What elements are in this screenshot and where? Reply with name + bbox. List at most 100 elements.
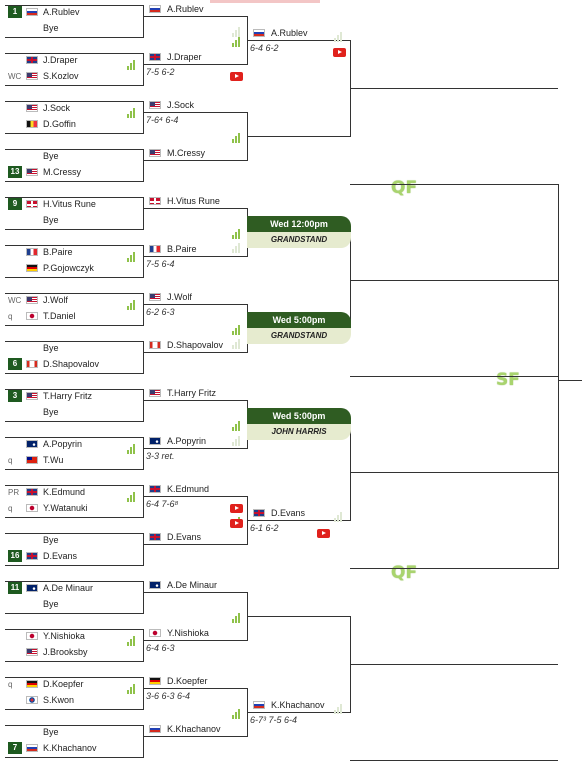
player-name[interactable]: S.Kwon bbox=[43, 695, 75, 705]
stats-icon[interactable] bbox=[232, 421, 242, 431]
player-name[interactable]: J.Wolf bbox=[43, 295, 68, 305]
stats-icon[interactable] bbox=[232, 243, 242, 253]
player-name[interactable]: Bye bbox=[43, 535, 59, 545]
video-play-icon[interactable] bbox=[333, 48, 346, 57]
stats-icon[interactable] bbox=[334, 704, 344, 714]
video-play-icon[interactable] bbox=[230, 519, 243, 528]
player-name[interactable]: D.Koepfer bbox=[43, 679, 84, 689]
player-name[interactable]: Bye bbox=[43, 407, 59, 417]
flag-ger-icon bbox=[149, 677, 161, 685]
r2-winner-name[interactable]: A.Popyrin bbox=[167, 436, 207, 446]
r3-winner-name[interactable]: D.Evans bbox=[271, 508, 306, 518]
player-name[interactable]: Bye bbox=[43, 599, 59, 609]
player-name[interactable]: J.Sock bbox=[43, 103, 71, 113]
player-name[interactable]: A.De Minaur bbox=[43, 583, 94, 593]
stats-icon[interactable] bbox=[232, 325, 242, 335]
player-name[interactable]: Bye bbox=[43, 215, 59, 225]
flag-tpe-icon bbox=[26, 456, 38, 464]
player-name[interactable]: Y.Watanuki bbox=[43, 503, 88, 513]
r3-winner-name[interactable]: K.Khachanov bbox=[271, 700, 325, 710]
r2-winner-name[interactable]: D.Koepfer bbox=[167, 676, 208, 686]
bracket-line bbox=[143, 208, 247, 209]
player-name[interactable]: D.Evans bbox=[43, 551, 78, 561]
player-name[interactable]: Bye bbox=[43, 23, 59, 33]
stats-icon[interactable] bbox=[127, 300, 137, 310]
bracket-line bbox=[143, 304, 247, 305]
player-name[interactable]: A.Popyrin bbox=[43, 439, 83, 449]
match-score: 7-6⁴ 6-4 bbox=[146, 115, 179, 125]
stats-icon[interactable] bbox=[232, 436, 242, 446]
video-play-icon[interactable] bbox=[317, 529, 330, 538]
stats-icon[interactable] bbox=[127, 108, 137, 118]
video-play-icon[interactable] bbox=[230, 504, 243, 513]
r2-winner-name[interactable]: M.Cressy bbox=[167, 148, 205, 158]
r2-winner-name[interactable]: D.Evans bbox=[167, 532, 202, 542]
stats-icon[interactable] bbox=[127, 636, 137, 646]
stats-icon[interactable] bbox=[232, 27, 242, 37]
player-name[interactable]: A.Rublev bbox=[43, 7, 80, 17]
stats-icon[interactable] bbox=[232, 37, 242, 47]
flag-ger-icon bbox=[26, 680, 38, 688]
player-name[interactable]: P.Gojowczyk bbox=[43, 263, 94, 273]
stats-icon[interactable] bbox=[127, 444, 137, 454]
stats-icon[interactable] bbox=[334, 32, 344, 42]
player-name[interactable]: D.Goffin bbox=[43, 119, 76, 129]
stats-icon[interactable] bbox=[127, 252, 137, 262]
player-name[interactable]: B.Paire bbox=[43, 247, 73, 257]
stats-icon[interactable] bbox=[334, 512, 344, 522]
r3-winner-name[interactable]: A.Rublev bbox=[271, 28, 308, 38]
r2-winner-name[interactable]: J.Sock bbox=[167, 100, 195, 110]
stats-icon[interactable] bbox=[127, 492, 137, 502]
player-name[interactable]: K.Khachanov bbox=[43, 743, 97, 753]
r2-winner-name[interactable]: J.Wolf bbox=[167, 292, 192, 302]
r2-winner-name[interactable]: D.Shapovalov bbox=[167, 340, 224, 350]
bracket-line bbox=[5, 389, 143, 390]
r2-winner-name[interactable]: K.Edmund bbox=[167, 484, 210, 494]
r2-winner-name[interactable]: B.Paire bbox=[167, 244, 197, 254]
player-name[interactable]: H.Vitus Rune bbox=[43, 199, 96, 209]
flag-jpn-icon bbox=[26, 312, 38, 320]
entry-tag: q bbox=[8, 504, 13, 513]
stats-icon[interactable] bbox=[127, 60, 137, 70]
r2-winner-name[interactable]: H.Vitus Rune bbox=[167, 196, 220, 206]
stats-icon[interactable] bbox=[232, 229, 242, 239]
r2-winner-name[interactable]: A.De Minaur bbox=[167, 580, 218, 590]
r2-winner-name[interactable]: Y.Nishioka bbox=[167, 628, 209, 638]
video-play-icon[interactable] bbox=[230, 72, 243, 81]
stats-icon[interactable] bbox=[232, 339, 242, 349]
schedule-time: Wed 5:00pm bbox=[247, 408, 351, 424]
player-name[interactable]: Bye bbox=[43, 727, 59, 737]
player-name[interactable]: K.Edmund bbox=[43, 487, 86, 497]
stats-icon[interactable] bbox=[232, 133, 242, 143]
flag-usa-icon bbox=[149, 149, 161, 157]
r2-winner-name[interactable]: K.Khachanov bbox=[167, 724, 221, 734]
stats-icon[interactable] bbox=[127, 684, 137, 694]
bracket-line bbox=[5, 421, 143, 422]
player-name[interactable]: J.Draper bbox=[43, 55, 78, 65]
player-name[interactable]: Bye bbox=[43, 343, 59, 353]
stats-icon[interactable] bbox=[232, 613, 242, 623]
seed-badge: 1 bbox=[8, 6, 22, 18]
player-name[interactable]: S.Kozlov bbox=[43, 71, 79, 81]
stats-icon[interactable] bbox=[232, 709, 242, 719]
match-score: 7-5 6-4 bbox=[146, 259, 175, 269]
bracket-line bbox=[5, 181, 143, 182]
player-name[interactable]: T.Daniel bbox=[43, 311, 76, 321]
flag-den-icon bbox=[26, 200, 38, 208]
player-name[interactable]: M.Cressy bbox=[43, 167, 81, 177]
player-name[interactable]: T.Harry Fritz bbox=[43, 391, 92, 401]
r2-winner-name[interactable]: T.Harry Fritz bbox=[167, 388, 216, 398]
r2-winner-name[interactable]: A.Rublev bbox=[167, 4, 204, 14]
player-name[interactable]: T.Wu bbox=[43, 455, 64, 465]
r2-winner-name[interactable]: J.Draper bbox=[167, 52, 202, 62]
player-name[interactable]: J.Brooksby bbox=[43, 647, 88, 657]
player-name[interactable]: Y.Nishioka bbox=[43, 631, 85, 641]
round-label-sf: SF bbox=[496, 370, 520, 390]
match-score: 3-3 ret. bbox=[146, 451, 175, 461]
match-score: 6-1 6-2 bbox=[250, 523, 279, 533]
player-name[interactable]: Bye bbox=[43, 151, 59, 161]
player-name[interactable]: D.Shapovalov bbox=[43, 359, 100, 369]
